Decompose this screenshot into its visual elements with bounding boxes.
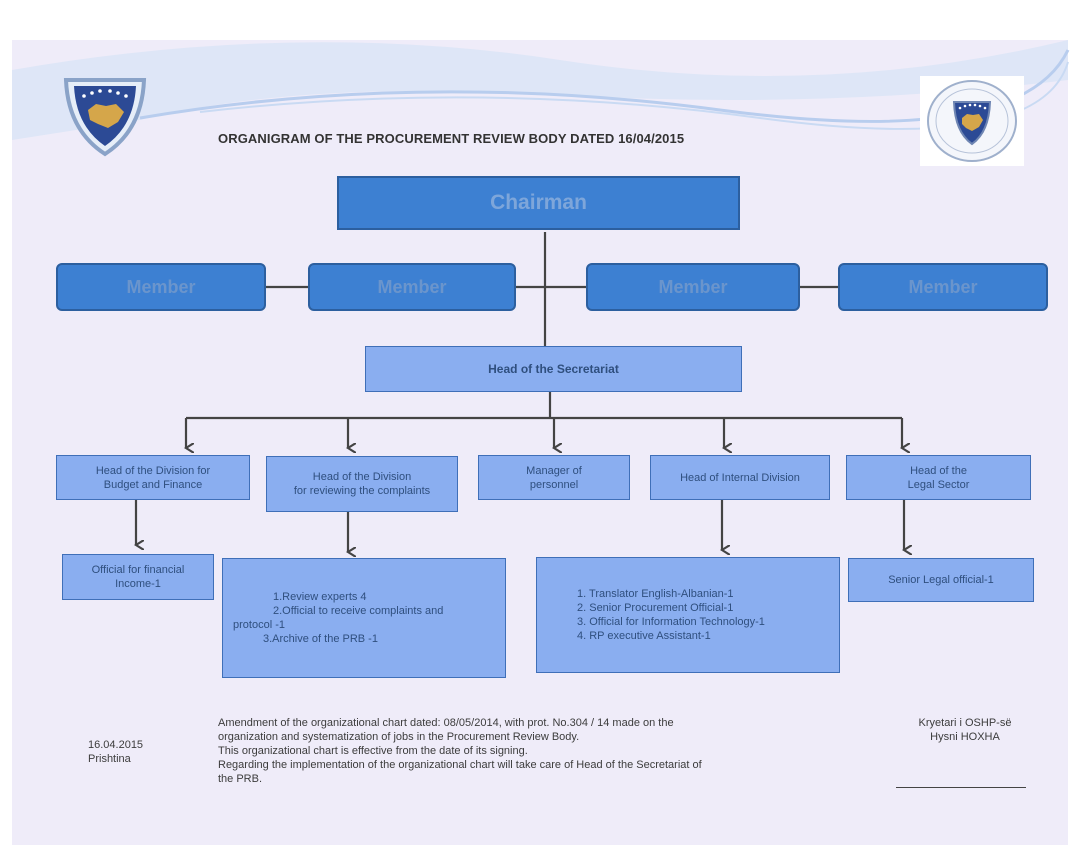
footer-notes: Amendment of the organizational chart da… <box>218 716 898 786</box>
head-of-secretariat-box: Head of the Secretariat <box>365 346 742 392</box>
footer-note-line: This organizational chart is effective f… <box>218 745 528 757</box>
division-label-line: Head of Internal Division <box>680 471 800 484</box>
chart-sheet <box>12 40 1068 845</box>
financial-official-box: Official for financial Income-1 <box>62 554 214 600</box>
sub-unit-line: 1. Translator English-Albanian-1 <box>577 588 734 600</box>
sub-unit-line: protocol -1 <box>233 619 285 631</box>
division-label-line: Legal Sector <box>907 478 970 491</box>
division-budget-finance-box: Head of the Division for Budget and Fina… <box>56 455 250 500</box>
member-box-4: Member <box>838 263 1048 311</box>
member-box-2: Member <box>308 263 516 311</box>
signature-line <box>896 787 1026 788</box>
division-label-line: Head of the Division for <box>95 464 211 477</box>
sub-unit-line: 2.Official to receive complaints and <box>273 605 444 617</box>
division-label-line: Budget and Finance <box>103 478 203 491</box>
complaints-staff-box: 1.Review experts 4 2.Official to receive… <box>222 558 506 678</box>
footer-note-line: Amendment of the organizational chart da… <box>218 717 674 729</box>
internal-staff-box: 1. Translator English-Albanian-1 2. Seni… <box>536 557 840 673</box>
kosovo-emblem-left <box>63 78 147 157</box>
division-label-line: Head of the <box>910 464 967 477</box>
member-box-1: Member <box>56 263 266 311</box>
division-label-line: for reviewing the complaints <box>293 485 431 497</box>
legal-sector-box: Head of the Legal Sector <box>846 455 1031 500</box>
sub-unit-line: 3. Official for Information Technology-1 <box>577 616 765 628</box>
division-label-line: Head of the Division <box>312 471 412 483</box>
footer-place: Prishtina <box>88 753 131 765</box>
signer-name: Hysni HOXHA <box>930 731 1000 743</box>
division-label-line: Manager of <box>526 464 582 477</box>
chairman-box: Chairman <box>337 176 740 230</box>
division-complaints-box: Head of the Division for reviewing the c… <box>266 456 458 512</box>
signer-block: Kryetari i OSHP-së Hysni HOXHA <box>900 716 1030 744</box>
sub-unit-line: Income-1 <box>115 578 161 590</box>
division-label-line: personnel <box>529 478 579 491</box>
footer-note-line: Regarding the implementation of the orga… <box>218 759 702 771</box>
sub-unit-line: Official for financial <box>91 564 185 576</box>
kosovo-seal-right <box>920 76 1024 166</box>
internal-division-box: Head of Internal Division <box>650 455 830 500</box>
chart-title: ORGANIGRAM OF THE PROCUREMENT REVIEW BOD… <box>218 131 685 146</box>
senior-legal-official-box: Senior Legal official-1 <box>848 558 1034 602</box>
personnel-manager-box: Manager of personnel <box>478 455 630 500</box>
sub-unit-line: 3.Archive of the PRB -1 <box>263 633 378 645</box>
footer-note-line: the PRB. <box>218 773 263 785</box>
member-box-3: Member <box>586 263 800 311</box>
sub-unit-line: 2. Senior Procurement Official-1 <box>577 602 734 614</box>
sub-unit-line: 1.Review experts 4 <box>273 591 367 603</box>
signer-title: Kryetari i OSHP-së <box>918 717 1012 729</box>
footer-note-line: organization and systematization of jobs… <box>218 731 580 743</box>
sub-unit-line: 4. RP executive Assistant-1 <box>577 630 711 642</box>
footer-date: 16.04.2015 <box>88 739 144 751</box>
